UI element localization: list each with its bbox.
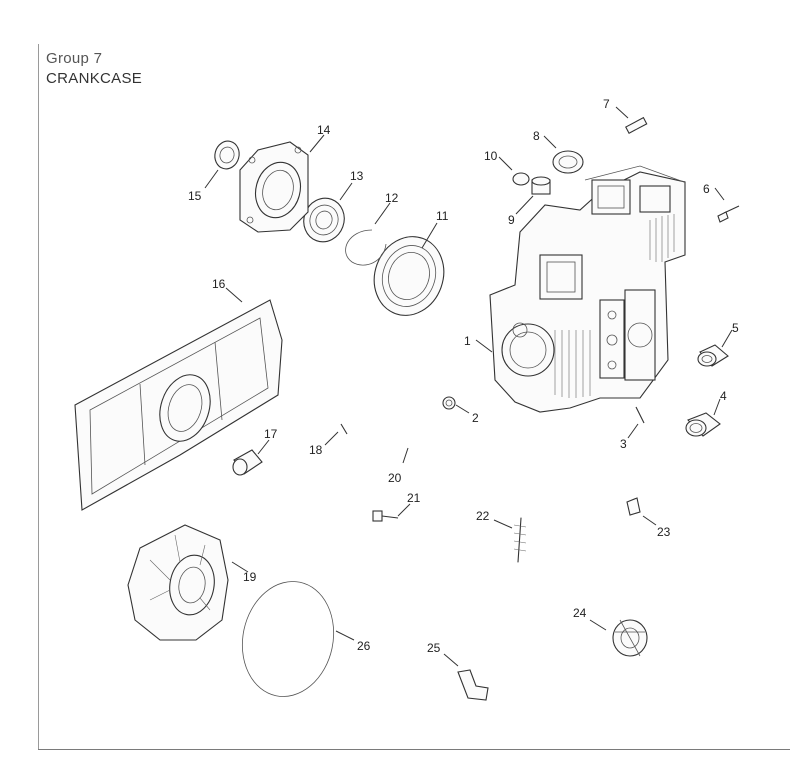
callout-20: 20 <box>388 471 402 485</box>
group-label: Group 7 <box>46 50 103 67</box>
callout-12: 12 <box>385 191 399 205</box>
crankcase-block <box>489 165 686 413</box>
fitting <box>626 497 641 516</box>
callout-14: 14 <box>317 123 331 137</box>
o-ring <box>442 396 456 410</box>
frame-bottom-rule <box>38 749 790 750</box>
callout-25: 25 <box>427 641 441 655</box>
oil-filter-adapter <box>612 619 648 657</box>
callout-18: 18 <box>309 443 323 457</box>
bushing-small <box>531 176 551 195</box>
oil-pan-housing <box>127 524 229 641</box>
dowel-pin-2 <box>340 423 348 435</box>
callout-5: 5 <box>732 321 739 335</box>
callout-24: 24 <box>573 606 587 620</box>
dowel-pin <box>635 406 645 424</box>
oil-pan-gasket <box>74 299 283 511</box>
callout-21: 21 <box>407 491 421 505</box>
callout-19: 19 <box>243 570 257 584</box>
large-o-ring <box>241 581 335 697</box>
retaining-ring <box>345 229 387 266</box>
callout-6: 6 <box>703 182 710 196</box>
callout-17: 17 <box>264 427 278 441</box>
gasket-small <box>552 150 584 174</box>
callout-1: 1 <box>464 334 471 348</box>
callout-22: 22 <box>476 509 490 523</box>
bearing-plate <box>239 141 309 233</box>
hex-screw <box>372 510 399 522</box>
bushing <box>697 344 729 367</box>
callout-10: 10 <box>484 149 498 163</box>
callout-26: 26 <box>357 639 371 653</box>
stud <box>513 517 527 563</box>
callout-23: 23 <box>657 525 671 539</box>
callout-13: 13 <box>350 169 364 183</box>
callout-3: 3 <box>620 437 627 451</box>
elbow-fitting <box>457 669 489 701</box>
callout-16: 16 <box>212 277 226 291</box>
washer <box>512 172 530 186</box>
frame-left-rule <box>38 44 39 750</box>
screw <box>717 205 740 223</box>
section-title: CRANKCASE <box>46 70 143 87</box>
oil-seal <box>214 140 240 170</box>
callout-11: 11 <box>436 209 449 223</box>
bushing-large <box>685 412 721 437</box>
callout-15: 15 <box>188 189 202 203</box>
callout-7: 7 <box>603 97 610 111</box>
callout-2: 2 <box>472 411 479 425</box>
callout-9: 9 <box>508 213 515 227</box>
callout-4: 4 <box>720 389 727 403</box>
callout-8: 8 <box>533 129 540 143</box>
pipe-plug <box>232 449 263 476</box>
roll-pin <box>625 116 648 134</box>
bearing-plate-gasket <box>373 236 445 316</box>
